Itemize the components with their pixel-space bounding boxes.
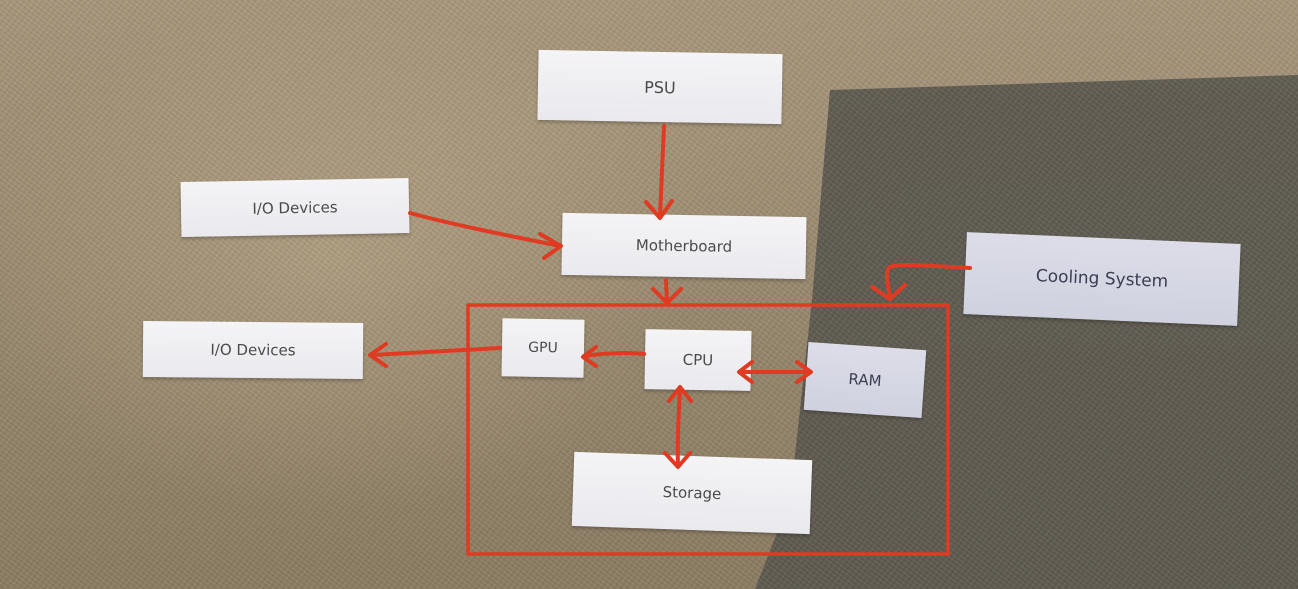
edge-cpu-ram [737, 360, 813, 384]
components-group-box [466, 303, 950, 556]
edge-gpu-to-io-left [368, 342, 502, 368]
edge-cpu-to-gpu [581, 345, 646, 368]
edge-io-top-to-motherboard [408, 211, 563, 260]
edge-cooling-to-group [870, 263, 972, 301]
edge-cpu-storage [663, 385, 693, 469]
edge-psu-to-motherboard [644, 124, 674, 220]
edge-motherboard-to-group [651, 278, 683, 305]
